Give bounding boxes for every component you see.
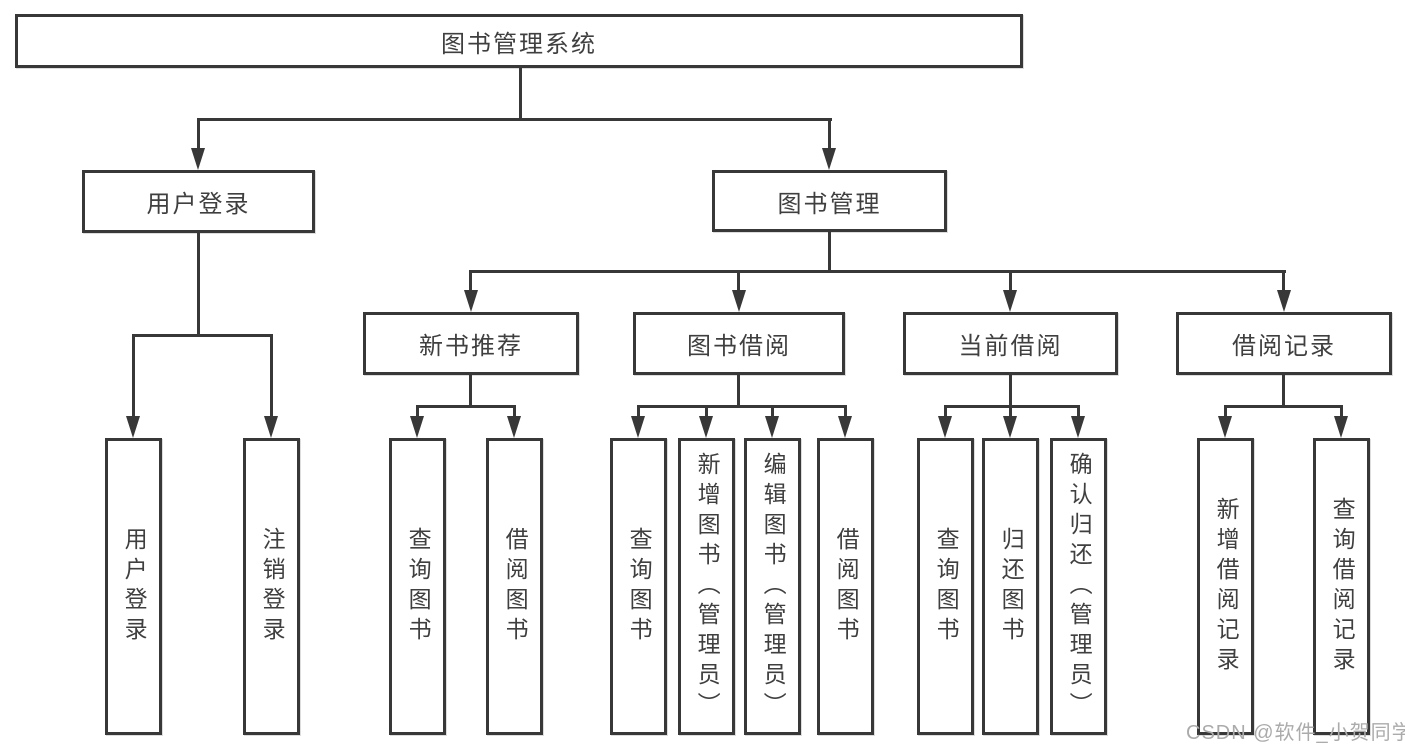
- connector-bar: [1224, 405, 1343, 408]
- leaf-label: 查询图书: [933, 526, 960, 647]
- connector-drop: [1077, 405, 1080, 421]
- connector-drop: [416, 405, 419, 421]
- connector-drop: [1340, 405, 1343, 421]
- watermark: CSDN @软件_小贺同学: [1186, 722, 1405, 744]
- connector-book-management-stem: [828, 232, 831, 272]
- node-user-login: 用户登录: [82, 170, 315, 233]
- leaf-add-borrow-record: 新增借阅记录: [1197, 438, 1254, 735]
- leaf-recommend-query-books: 查询图书: [389, 438, 446, 735]
- node-book-management: 图书管理: [712, 170, 947, 232]
- leaf-current-query-books: 查询图书: [917, 438, 974, 735]
- connector-stem: [737, 375, 740, 407]
- leaf-label: 新增借阅记录: [1213, 496, 1240, 677]
- arrow-down-icon: [838, 416, 852, 438]
- arrow-down-icon: [264, 416, 278, 438]
- connector-drop: [705, 405, 708, 421]
- leaf-logout-login: 注销登录: [243, 438, 300, 735]
- connector-level2-bar: [197, 118, 832, 121]
- connector-drop: [1009, 405, 1012, 421]
- connector-user-login-stem: [197, 233, 200, 336]
- leaf-label: 借阅图书: [502, 526, 529, 647]
- arrow-down-icon: [822, 148, 836, 170]
- connector-stem: [1009, 375, 1012, 407]
- leaf-label: 编辑图书（管理员）: [760, 451, 787, 722]
- arrow-down-icon: [1277, 290, 1291, 312]
- node-library-management-system: 图书管理系统: [15, 14, 1023, 68]
- leaf-label: 查询图书: [626, 526, 653, 647]
- connector-bar: [637, 405, 847, 408]
- connector-drop: [469, 270, 472, 292]
- leaf-edit-books-admin: 编辑图书（管理员）: [744, 438, 801, 735]
- leaf-label: 归还图书: [998, 526, 1025, 647]
- connector-drop: [771, 405, 774, 421]
- arrow-down-icon: [126, 416, 140, 438]
- connector-drop: [1009, 270, 1012, 292]
- arrow-down-icon: [699, 416, 713, 438]
- connector-drop: [1282, 270, 1285, 292]
- node-book-borrowing: 图书借阅: [633, 312, 845, 375]
- arrow-down-icon: [191, 148, 205, 170]
- connector-drop: [637, 405, 640, 421]
- connector-bar: [944, 405, 1080, 408]
- connector-book-management-drop: [828, 118, 831, 152]
- connector-drop: [844, 405, 847, 421]
- connector-drop: [270, 334, 273, 420]
- node-current-borrowing: 当前借阅: [903, 312, 1118, 375]
- leaf-label: 注销登录: [259, 526, 286, 647]
- connector-level3-bar: [469, 270, 1286, 273]
- leaf-query-borrow-record: 查询借阅记录: [1313, 438, 1370, 735]
- arrow-down-icon: [464, 290, 478, 312]
- leaf-confirm-return-admin: 确认归还（管理员）: [1050, 438, 1107, 735]
- arrow-down-icon: [1003, 290, 1017, 312]
- node-new-book-recommend: 新书推荐: [363, 312, 579, 375]
- leaf-label: 借阅图书: [833, 526, 860, 647]
- arrow-down-icon: [507, 416, 521, 438]
- arrow-down-icon: [631, 416, 645, 438]
- leaf-borrowing-borrow-books: 借阅图书: [817, 438, 874, 735]
- connector-root-stem: [519, 66, 522, 119]
- leaf-label: 查询借阅记录: [1329, 496, 1356, 677]
- connector-stem: [1282, 375, 1285, 407]
- leaf-label: 用户登录: [121, 526, 148, 647]
- connector-drop: [1224, 405, 1227, 421]
- node-borrowing-records: 借阅记录: [1176, 312, 1392, 375]
- arrow-down-icon: [1218, 416, 1232, 438]
- leaf-return-books: 归还图书: [982, 438, 1039, 735]
- arrow-down-icon: [1003, 416, 1017, 438]
- connector-user-login-drop: [197, 118, 200, 152]
- connector-user-login-bar: [132, 334, 273, 337]
- arrow-down-icon: [1334, 416, 1348, 438]
- leaf-add-books-admin: 新增图书（管理员）: [678, 438, 735, 735]
- leaf-label: 新增图书（管理员）: [694, 451, 721, 722]
- leaf-user-login: 用户登录: [105, 438, 162, 735]
- leaf-label: 查询图书: [405, 526, 432, 647]
- connector-drop: [132, 334, 135, 420]
- arrow-down-icon: [732, 290, 746, 312]
- arrow-down-icon: [765, 416, 779, 438]
- connector-drop: [513, 405, 516, 421]
- arrow-down-icon: [410, 416, 424, 438]
- leaf-recommend-borrow-books: 借阅图书: [486, 438, 543, 735]
- arrow-down-icon: [938, 416, 952, 438]
- leaf-label: 确认归还（管理员）: [1066, 451, 1093, 722]
- connector-bar: [416, 405, 516, 408]
- arrow-down-icon: [1071, 416, 1085, 438]
- leaf-borrowing-query-books: 查询图书: [610, 438, 667, 735]
- connector-stem: [469, 375, 472, 407]
- connector-drop: [737, 270, 740, 292]
- connector-drop: [944, 405, 947, 421]
